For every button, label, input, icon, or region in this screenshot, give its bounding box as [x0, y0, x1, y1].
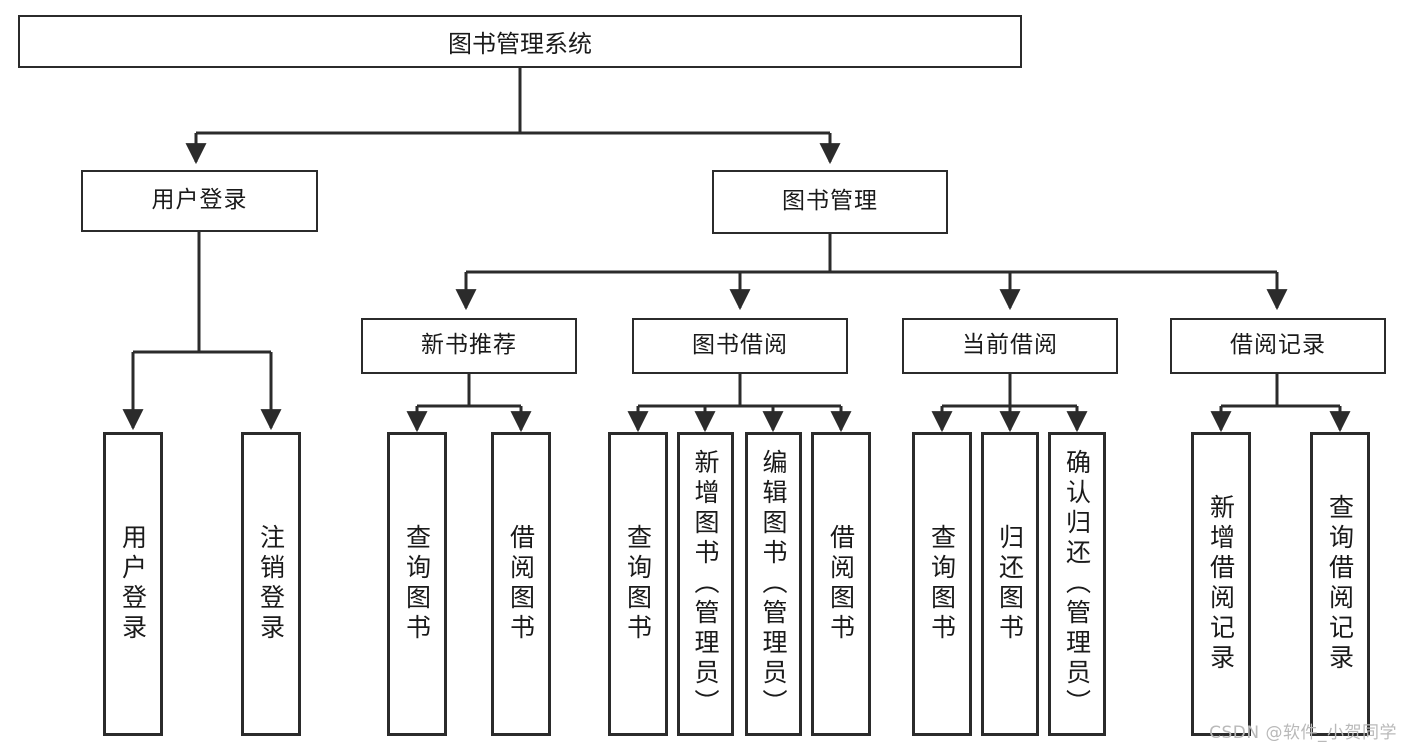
leaf-logout-login[interactable]: 注销登录: [241, 432, 301, 736]
leaf-label: 查询图书: [402, 524, 432, 644]
leaf-user-login[interactable]: 用户登录: [103, 432, 163, 736]
node-label: 图书借阅: [692, 332, 788, 359]
node-label: 图书管理系统: [448, 30, 592, 58]
csdn-watermark: CSDN @软件_小贺同学: [1209, 723, 1397, 743]
node-borrow-record[interactable]: 借阅记录: [1170, 318, 1386, 374]
node-new-book-recommend[interactable]: 新书推荐: [361, 318, 577, 374]
leaf-label: 查询图书: [623, 524, 653, 644]
node-label: 用户登录: [151, 187, 248, 214]
leaf-label: 编辑图书（管理员）: [759, 449, 788, 719]
node-root-system[interactable]: 图书管理系统: [18, 15, 1022, 68]
leaf-borrow-book-borrow[interactable]: 借阅图书: [811, 432, 871, 736]
leaf-label: 注销登录: [256, 524, 286, 644]
leaf-query-book-new[interactable]: 查询图书: [387, 432, 447, 736]
leaf-add-borrow-record[interactable]: 新增借阅记录: [1191, 432, 1251, 736]
leaf-label: 确认归还（管理员）: [1062, 449, 1092, 719]
leaf-query-book-current[interactable]: 查询图书: [912, 432, 972, 736]
leaf-label: 新增图书（管理员）: [691, 449, 720, 719]
node-label: 借阅记录: [1230, 332, 1326, 359]
node-book-borrow[interactable]: 图书借阅: [632, 318, 848, 374]
leaf-label: 查询借阅记录: [1325, 494, 1355, 674]
leaf-return-book[interactable]: 归还图书: [981, 432, 1039, 736]
node-label: 新书推荐: [421, 332, 517, 359]
leaf-query-book-borrow[interactable]: 查询图书: [608, 432, 668, 736]
node-label: 当前借阅: [962, 332, 1058, 359]
leaf-label: 借阅图书: [826, 524, 856, 644]
node-book-manage[interactable]: 图书管理: [712, 170, 948, 234]
leaf-label: 归还图书: [995, 524, 1025, 644]
leaf-label: 查询图书: [927, 524, 957, 644]
leaf-query-borrow-record[interactable]: 查询借阅记录: [1310, 432, 1370, 736]
leaf-label: 用户登录: [118, 524, 148, 644]
leaf-edit-book-admin[interactable]: 编辑图书（管理员）: [745, 432, 802, 736]
node-current-borrow[interactable]: 当前借阅: [902, 318, 1118, 374]
node-label: 图书管理: [782, 188, 878, 215]
leaf-confirm-return-admin[interactable]: 确认归还（管理员）: [1048, 432, 1106, 736]
leaf-add-book-admin[interactable]: 新增图书（管理员）: [677, 432, 734, 736]
leaf-borrow-book-new[interactable]: 借阅图书: [491, 432, 551, 736]
leaf-label: 新增借阅记录: [1206, 494, 1236, 674]
node-user-login[interactable]: 用户登录: [81, 170, 318, 232]
leaf-label: 借阅图书: [506, 524, 536, 644]
